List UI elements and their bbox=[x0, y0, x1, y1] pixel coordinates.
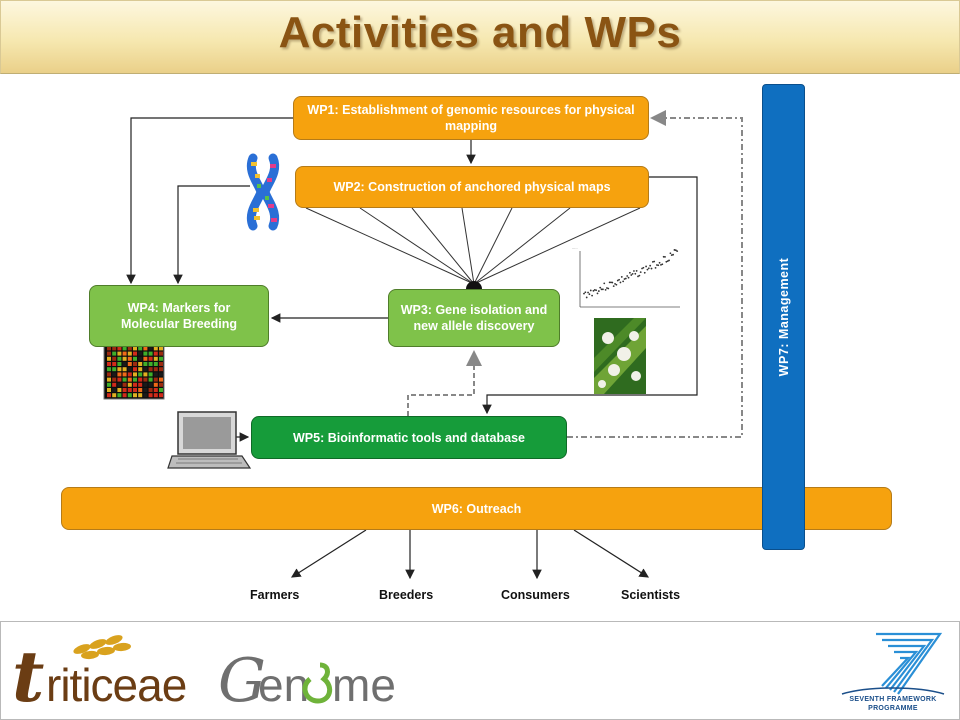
wheat-ear-icon bbox=[73, 635, 131, 660]
audience-breeders: Breeders bbox=[379, 588, 434, 602]
wp5-box: WP5: Bioinformatic tools and database bbox=[251, 416, 567, 459]
wp3-box: WP3: Gene isolation and new allele disco… bbox=[388, 289, 560, 347]
wp6-box: WP6: Outreach bbox=[61, 487, 892, 530]
arrow-wp2-wp5 bbox=[482, 176, 698, 415]
footer-bar bbox=[0, 621, 960, 720]
diagram-connectors: ..... bbox=[103, 110, 743, 580]
arrow-wp1-wp4 bbox=[126, 117, 293, 285]
wp1-label: WP1: Establishment of genomic resources … bbox=[307, 103, 635, 133]
svg-text:.....: ..... bbox=[572, 245, 578, 250]
wp1-box: WP1: Establishment of genomic resources … bbox=[293, 96, 649, 140]
arrow-wp2-wp4 bbox=[173, 185, 250, 285]
triticeae-genome-logo: t riticeae G en me bbox=[12, 635, 396, 715]
arrow-wp6-scientists bbox=[573, 529, 650, 578]
header-banner bbox=[0, 0, 960, 74]
wp4-label: WP4: Markers for Molecular Breeding bbox=[121, 301, 237, 331]
svg-text:G: G bbox=[218, 646, 266, 715]
wp3-top-node bbox=[466, 281, 482, 289]
audience-consumers: Consumers bbox=[501, 588, 570, 602]
wp2-box: WP2: Construction of anchored physical m… bbox=[295, 166, 649, 208]
wheat-leaf-photo bbox=[594, 318, 646, 394]
wp7-management-bar: WP7: Management bbox=[762, 84, 805, 550]
wp2-wp3-fan bbox=[305, 207, 641, 285]
svg-text:t: t bbox=[12, 635, 44, 715]
laptop-icon bbox=[167, 411, 252, 469]
svg-text:en: en bbox=[258, 659, 309, 711]
expression-plot-thumbnail: ..... bbox=[568, 243, 686, 315]
dashed-wp5-wp1 bbox=[567, 110, 743, 438]
audience-farmers: Farmers bbox=[250, 588, 300, 602]
wp7-label: WP7: Management bbox=[776, 257, 791, 377]
wp5-label: WP5: Bioinformatic tools and database bbox=[293, 430, 525, 445]
dashed-wp5-wp3 bbox=[407, 350, 482, 416]
chromosome-icon bbox=[246, 153, 280, 231]
page-title: Activities and WPs bbox=[278, 8, 682, 57]
fp7-program-line2: PROGRAMME bbox=[868, 705, 918, 712]
arrow-wp6-farmers bbox=[290, 529, 367, 578]
wp2-label: WP2: Construction of anchored physical m… bbox=[333, 180, 611, 194]
audience-scientists: Scientists bbox=[621, 588, 681, 602]
fp7-logo bbox=[841, 632, 945, 695]
wp6-label: WP6: Outreach bbox=[431, 501, 522, 516]
wp3-label: WP3: Gene isolation and new allele disco… bbox=[400, 303, 548, 333]
svg-text:me: me bbox=[332, 659, 396, 711]
fp7-program-line1: SEVENTH FRAMEWORK bbox=[849, 696, 937, 703]
wp4-box: WP4: Markers for Molecular Breeding bbox=[89, 285, 269, 347]
svg-text:riticeae: riticeae bbox=[46, 659, 186, 711]
